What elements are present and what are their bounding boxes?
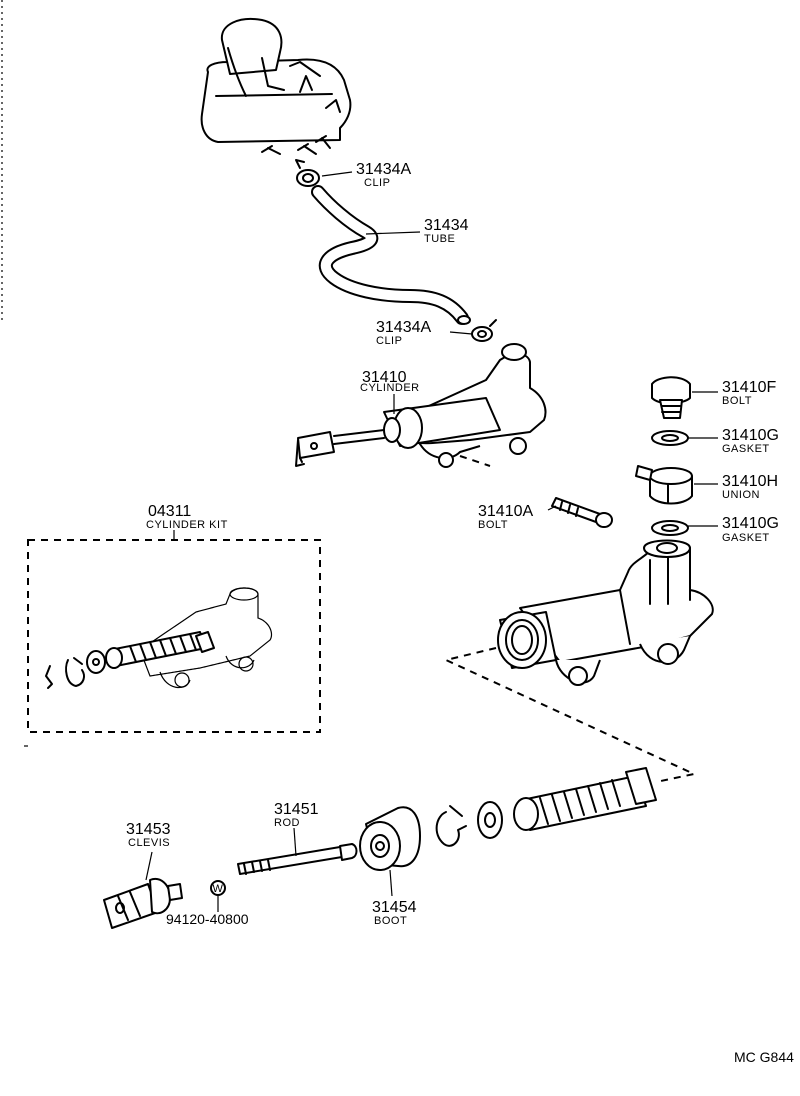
- clip-upper: [295, 159, 320, 187]
- part-name-tube: TUBE: [424, 233, 455, 245]
- boot-31454: [359, 806, 421, 871]
- cup-washer-lower: [477, 801, 503, 839]
- part-number-31434: 31434: [424, 217, 469, 234]
- part-number-31410H: 31410H: [722, 473, 778, 490]
- part-name-cylinder: CYLINDER: [360, 382, 420, 394]
- part-name-clevis: CLEVIS: [128, 837, 170, 849]
- union-31410H: [635, 465, 693, 505]
- assembly-guide-dashed: [442, 647, 698, 783]
- part-number-31410: 31410: [362, 369, 407, 386]
- gasket-lower: [651, 520, 689, 536]
- part-number-31454: 31454: [372, 899, 417, 916]
- part-name-bolt-F: BOLT: [722, 395, 752, 407]
- part-name-rod: ROD: [274, 817, 300, 829]
- figure-code: MC G844: [734, 1049, 794, 1065]
- leader-31454: [389, 869, 393, 897]
- nut-marker-w: W: [213, 883, 224, 895]
- bolt-31410A: [551, 497, 613, 528]
- part-number-31410G-bot: 31410G: [722, 515, 779, 532]
- leader-31434: [365, 231, 421, 235]
- part-name-clip-bot: CLIP: [376, 335, 402, 347]
- leader-31434A-top: [321, 171, 353, 177]
- part-number-04311: 04311: [148, 503, 191, 520]
- cylinder-kit-contents: [45, 587, 273, 689]
- rod-31451: [237, 843, 358, 875]
- reservoir-tank: [200, 18, 352, 155]
- tube-31434: [311, 185, 471, 325]
- part-number-31451: 31451: [274, 801, 319, 818]
- part-name-gasket-top: GASKET: [722, 443, 770, 455]
- part-number-94120-40800: 94120-40800: [166, 911, 249, 927]
- part-number-31434A-bot: 31434A: [376, 319, 431, 336]
- bolt-31410F: [651, 376, 691, 419]
- leader-31451: [293, 827, 297, 857]
- part-number-31410F: 31410F: [722, 379, 776, 396]
- gasket-upper: [651, 430, 689, 446]
- part-name-bolt-A: BOLT: [478, 519, 508, 531]
- part-name-gasket-bot: GASKET: [722, 532, 770, 544]
- part-name-union: UNION: [722, 489, 760, 501]
- clevis-31453: [103, 878, 183, 929]
- part-name-clip-top: CLIP: [364, 177, 390, 189]
- leader-31434A-bot: [449, 331, 473, 335]
- part-number-31434A-top: 31434A: [356, 161, 411, 178]
- cylinder-kit-box: [27, 539, 321, 733]
- cylinder-assembly-upper: [295, 343, 547, 468]
- part-name-cylinder-kit: CYLINDER KIT: [146, 519, 228, 531]
- part-number-31453: 31453: [126, 821, 171, 838]
- nut-94120-40800: W: [210, 880, 226, 896]
- cylinder-body-enlarged: [497, 539, 714, 686]
- leader-31453: [145, 851, 153, 881]
- piston-spring-lower: [513, 767, 657, 831]
- part-name-boot: BOOT: [374, 915, 407, 927]
- leader-31410A: [547, 505, 557, 511]
- snap-ring-lower: [435, 805, 467, 847]
- part-number-31410A: 31410A: [478, 503, 533, 520]
- clip-lower: [471, 319, 497, 342]
- part-number-31410G-top: 31410G: [722, 427, 779, 444]
